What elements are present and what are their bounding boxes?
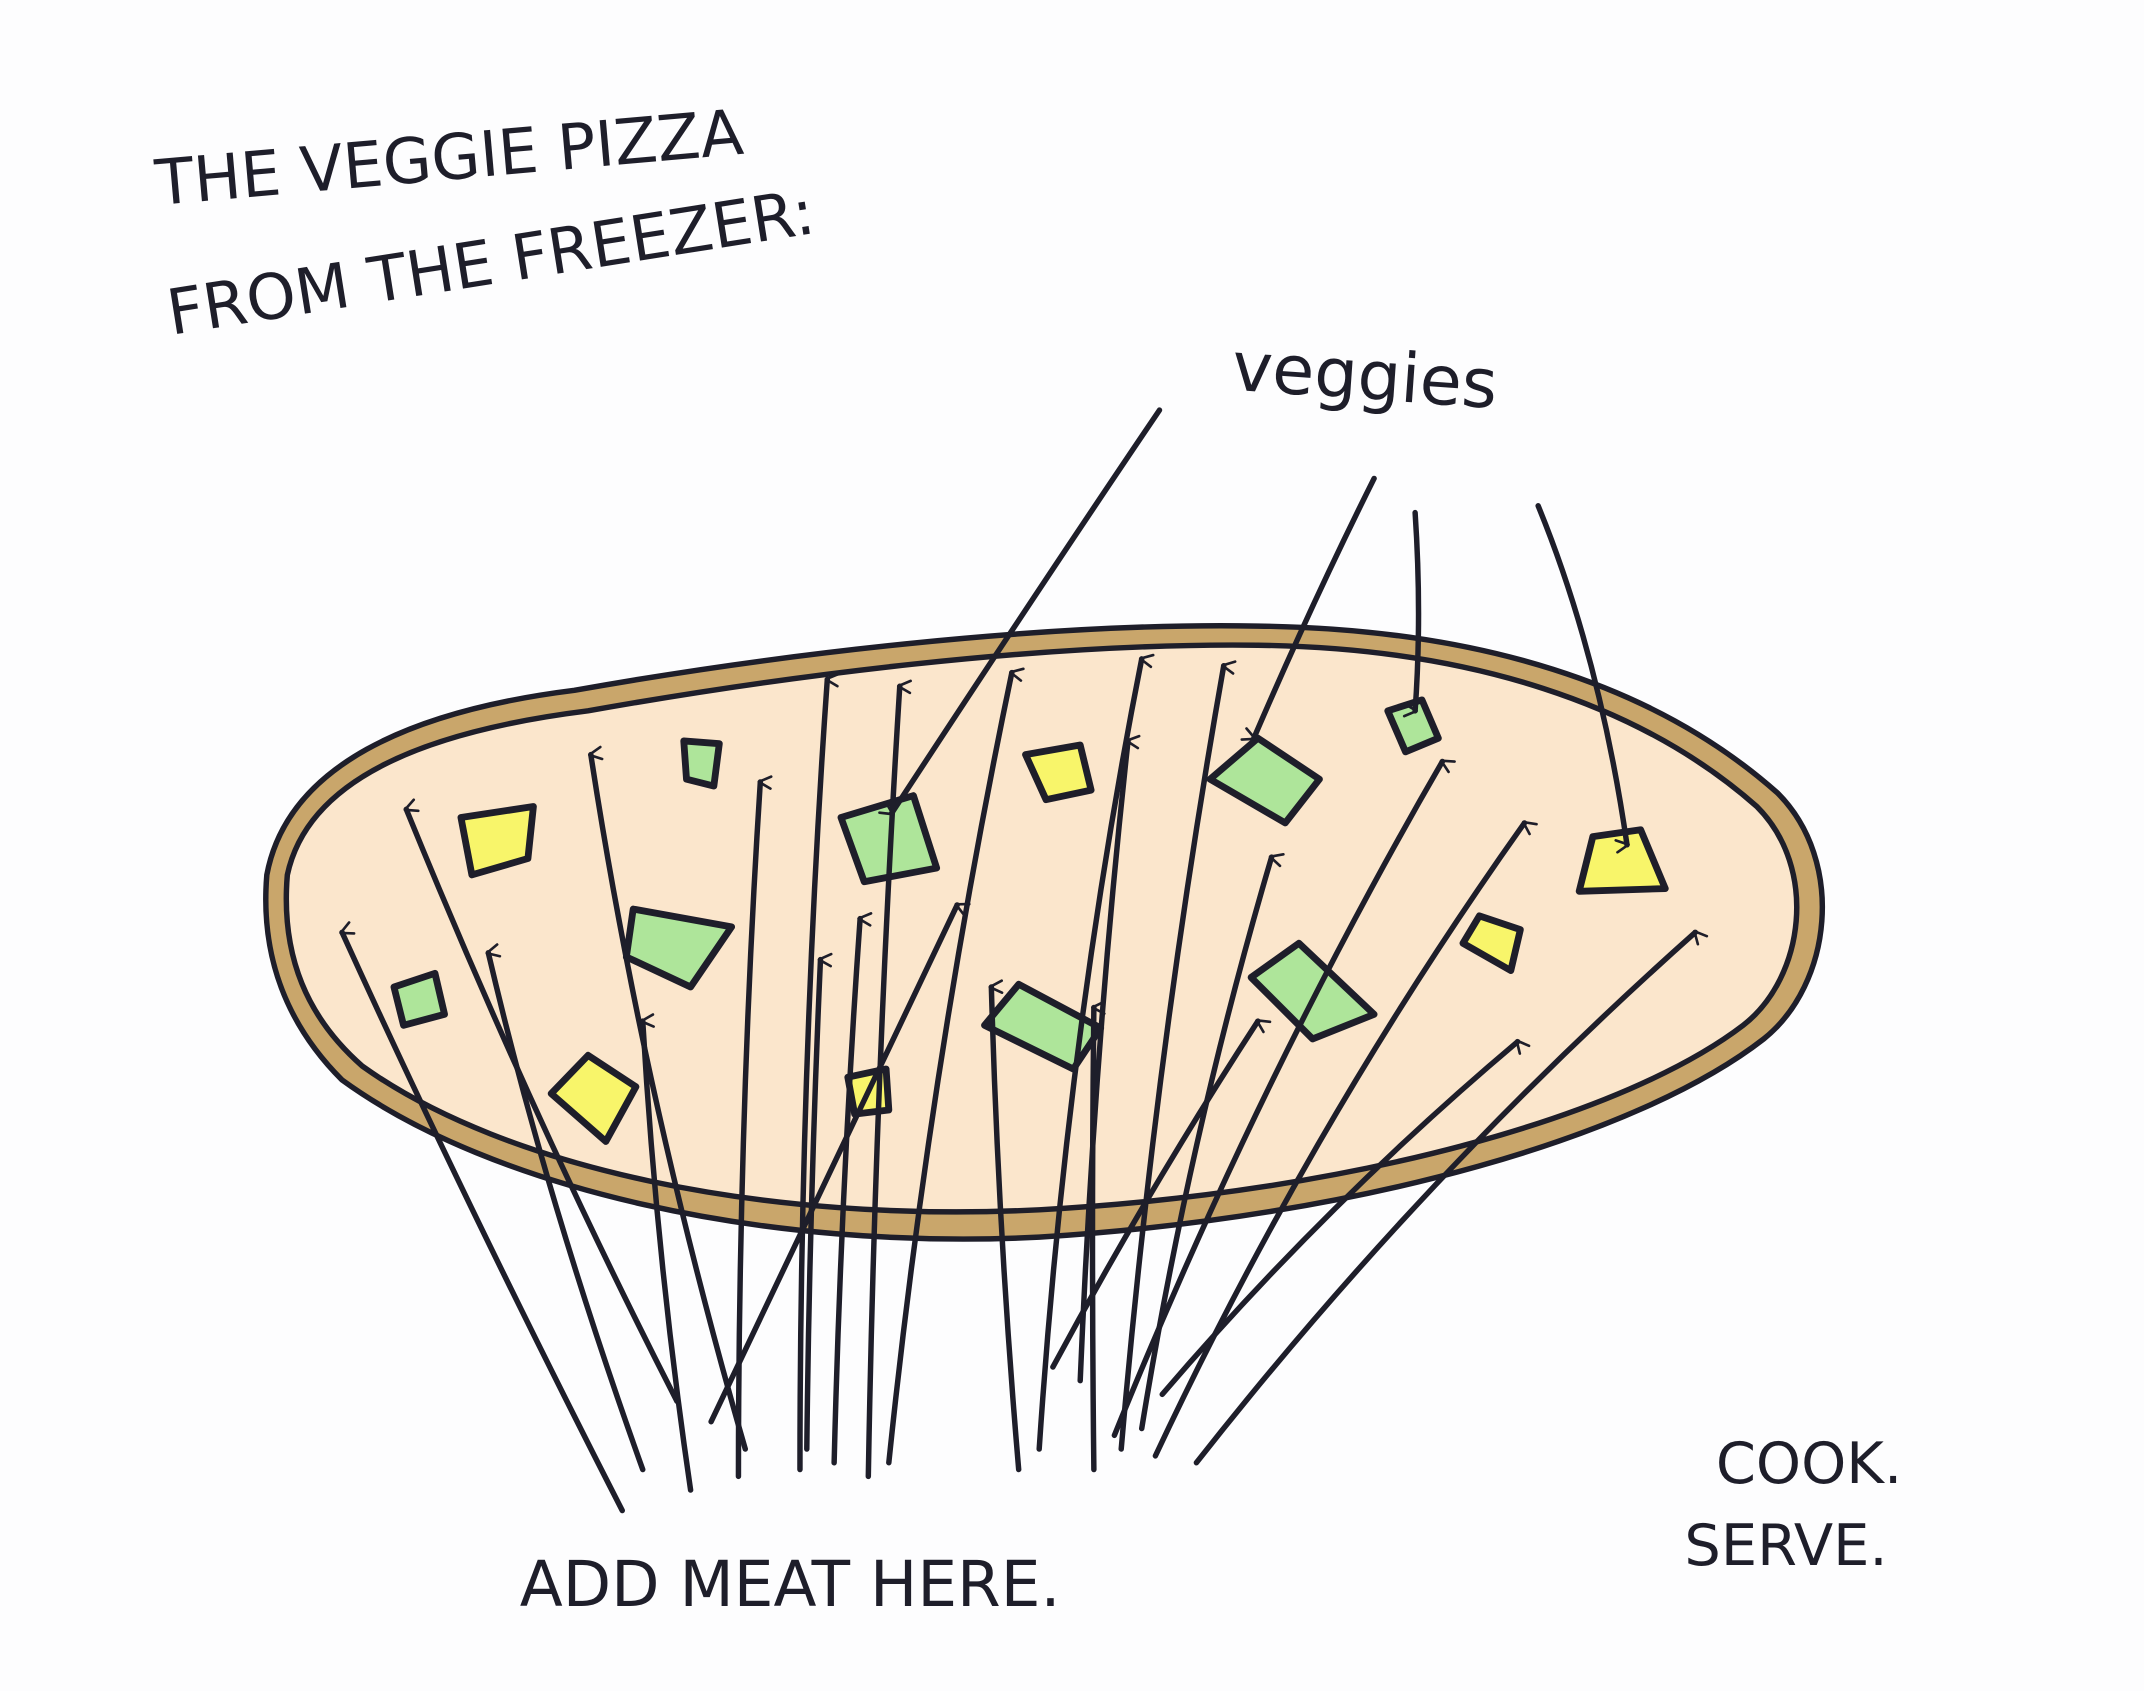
arrow xyxy=(1159,1038,1531,1398)
yellow-veggie xyxy=(1022,741,1095,804)
meat-arrows xyxy=(339,653,1709,1514)
arrow xyxy=(485,943,646,1473)
arrow xyxy=(797,672,840,1473)
arrow xyxy=(1050,1018,1272,1370)
arrow xyxy=(339,921,625,1514)
arrow xyxy=(735,775,773,1480)
arrow xyxy=(804,952,833,1452)
veggie-arrows xyxy=(878,407,1630,854)
serve-label: SERVE. xyxy=(1684,1512,1887,1579)
green-veggie xyxy=(390,969,448,1029)
arrow xyxy=(1077,734,1141,1384)
arrow xyxy=(1535,503,1630,854)
pizza-top xyxy=(283,642,1800,1215)
add-meat-label: ADD MEAT HERE. xyxy=(520,1548,1061,1621)
arrow xyxy=(1036,653,1155,1452)
arrow xyxy=(403,798,680,1404)
green-veggie xyxy=(1206,734,1323,827)
cook-label: COOK. xyxy=(1716,1430,1902,1497)
title-text: THE VEGGIE PIZZA FROM THE FREEZER: xyxy=(151,96,819,350)
arrow xyxy=(1089,1000,1106,1473)
arrow xyxy=(831,912,873,1466)
yellow-veggie xyxy=(457,803,537,879)
arrow xyxy=(1111,758,1456,1439)
green-veggie xyxy=(1247,939,1378,1043)
arrow xyxy=(1152,820,1538,1459)
arrow xyxy=(1138,853,1285,1432)
arrow xyxy=(1118,660,1237,1452)
arrow xyxy=(865,679,912,1480)
arrow xyxy=(878,407,1163,817)
arrow xyxy=(1193,929,1709,1466)
green-veggie xyxy=(622,905,736,991)
veggies-label: veggies xyxy=(1229,328,1500,425)
arrow xyxy=(886,667,1025,1466)
arrow xyxy=(639,1013,694,1493)
pizza xyxy=(263,623,1826,1242)
arrow xyxy=(708,902,971,1425)
yellow-veggie xyxy=(1459,912,1524,974)
arrow xyxy=(1402,509,1422,718)
green-veggie xyxy=(680,737,723,790)
arrow xyxy=(588,745,749,1452)
yellow-veggie xyxy=(547,1051,640,1145)
arrow xyxy=(1240,475,1377,741)
arrow xyxy=(988,979,1022,1473)
